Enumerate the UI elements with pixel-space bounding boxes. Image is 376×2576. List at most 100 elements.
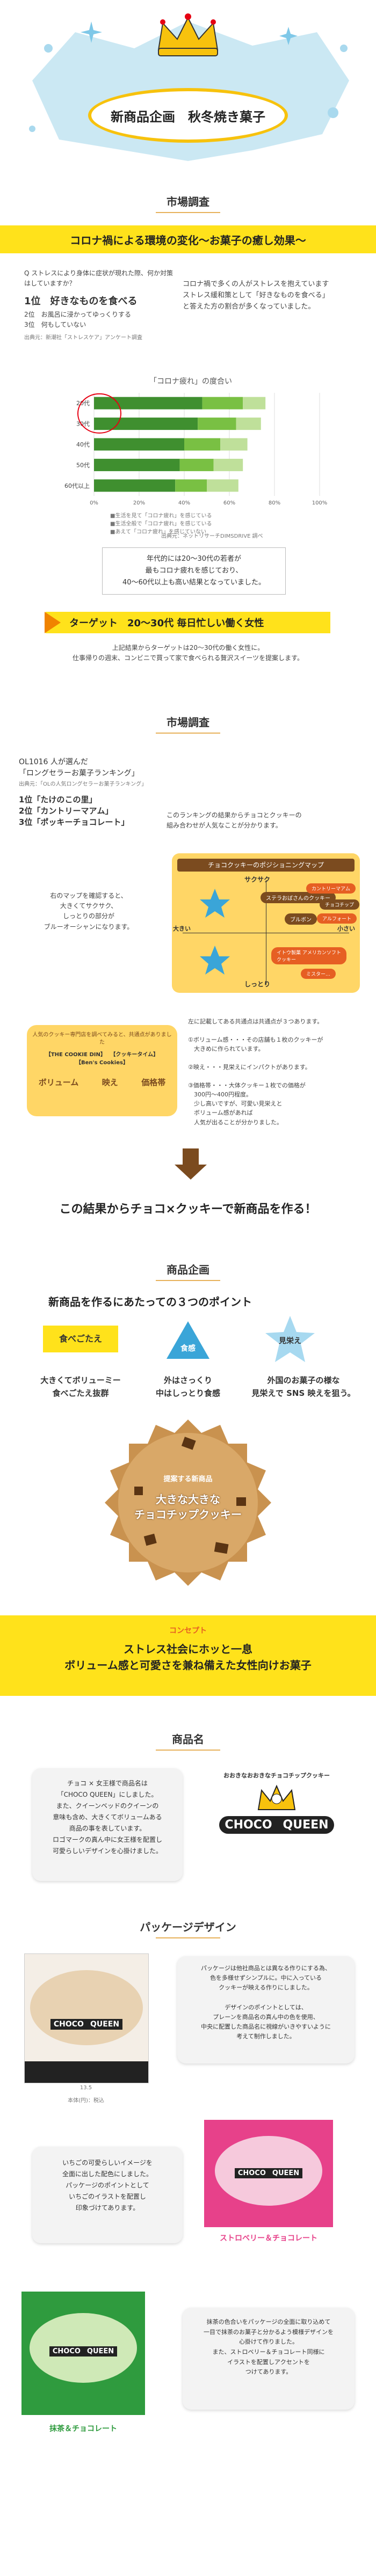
covid-banner: コロナ禍による環境の変化〜お菓子の癒し効果〜 xyxy=(0,225,376,253)
shop-keywords-description: 左に記載してある共通点は共通点が３つあります。 ①ボリューム感・・・その店舗も１… xyxy=(188,1018,323,1126)
stress-question: Q ストレスにより身体に症状が現れた際、何か対策はしていますか？ 1位 好きなも… xyxy=(24,268,175,342)
chart-bar xyxy=(94,418,198,430)
ol-rank-3: 3位「ポッキーチョコレート」 xyxy=(19,817,129,827)
section-title-text: 市場調査 xyxy=(167,716,209,729)
package-dimension: 13.5 xyxy=(79,2085,92,2091)
naming-bubble: チョコ × 女王様で商品名は 「CHOCO QUEEN」にしました。 また、クイ… xyxy=(32,1768,183,1881)
chart-bar xyxy=(184,438,221,451)
chart-bar xyxy=(198,418,236,430)
down-arrow-icon xyxy=(175,1148,207,1180)
shop-name-2: 【クッキータイム】 xyxy=(110,1052,159,1058)
map-chip: カントリーマアム xyxy=(306,883,356,894)
chart-highlight-circle xyxy=(77,393,121,434)
logo-word-right: QUEEN xyxy=(277,1816,334,1834)
package-text-3: 抹茶の色合いをパッケージの全面に取り込めて 一目で抹茶のお菓子と分かるよう模様デ… xyxy=(204,2318,334,2376)
section-title-text: パッケージデザイン xyxy=(140,1921,236,1934)
map-label-top: サクサク xyxy=(244,876,271,883)
target-text: ターゲット 20〜30代 毎日忙しい働く女性 xyxy=(69,618,264,629)
market2-section-title: 市場調査 xyxy=(0,714,376,734)
ol-rank-description: このランキングの結果からチョコとクッキーの 組み合わせが人気なことが分かります。 xyxy=(167,811,302,830)
chart-bar xyxy=(207,479,238,492)
map-label-right: 小さい xyxy=(337,925,355,932)
rank-3-text: 3位 何もしていない xyxy=(24,321,86,329)
chart-x-tick-label: 20% xyxy=(133,500,145,506)
shop-name-3: 【Ben's Cookies】 xyxy=(76,1060,128,1066)
package-bubble-1: パッケージは他社商品とは異なる作りにする為、 色を多様せずシンプルに。中に入って… xyxy=(177,1956,355,2063)
target-banner: ターゲット 20〜30代 毎日忙しい働く女性 xyxy=(45,612,330,633)
logo-word-left: CHOCO xyxy=(219,1816,278,1834)
point-volume-label: 食べごたえ xyxy=(59,1334,102,1344)
section-title-text: 市場調査 xyxy=(167,195,209,208)
package-caption-3: 抹茶＆チョコレート xyxy=(49,2425,117,2433)
map-label-bottom: しっとり xyxy=(244,980,271,988)
age-conclusion: 年代的には20〜30代の若者が 最もコロナ疲れを感じており、 40〜60代以上も… xyxy=(102,547,286,595)
chart-legend: ■生活を見て「コロナ疲れ」を感じている ■生活全般で「コロナ疲れ」を感じている … xyxy=(51,512,330,536)
map-chip: チョコチップ xyxy=(320,899,360,910)
ol-rank-1: 1位「たけのこの里」 xyxy=(19,795,97,804)
stress-description: コロナ禍で多くの人がストレスを抱えています ストレス緩和策として「好きなものを食… xyxy=(183,280,329,311)
point-texture-text: 外はさっくり 中はしっとり食感 xyxy=(155,1375,220,1398)
chart-bar xyxy=(202,397,243,409)
chart-bar xyxy=(94,438,184,451)
package-text-1: パッケージは他社商品とは異なる作りにする為、 色を多様せずシンプルに。中に入って… xyxy=(201,1965,331,2040)
chart-bar xyxy=(179,458,214,471)
naming-text: チョコ × 女王様で商品名は 「CHOCO QUEEN」にしました。 また、クイ… xyxy=(52,1780,162,1855)
logo-crown-icon xyxy=(257,1784,296,1810)
chart-x-tick-label: 80% xyxy=(269,500,280,506)
planning-section-title: 商品企画 xyxy=(0,1261,376,1281)
sparkle-icon xyxy=(279,27,298,45)
hero-title: 新商品企画 秋冬焼き菓子 xyxy=(111,109,265,125)
target-description: 上記結果からターゲットは20〜30代の働く女性に。 仕事帰りの週末、コンビニで買… xyxy=(73,644,303,662)
concept-text: ストレス社会にホッと一息 ボリューム感と可愛さを兼ね備えた女性向けお菓子 xyxy=(64,1643,312,1672)
package-text-2: いちごの可愛らしいイメージを 全面に出した配色にしました。 パッケージのポイント… xyxy=(62,2159,153,2212)
map-chip: イトウ製菓 アメリカンソフトクッキー xyxy=(271,947,346,964)
map-chip: ステラおばさんのクッキー xyxy=(261,892,336,903)
package-section-title: パッケージデザイン xyxy=(0,1919,376,1938)
rank-1-text: 1位 好きなものを食べる xyxy=(24,296,138,308)
map-chip: アルフォート xyxy=(317,913,357,924)
triangle-icon xyxy=(167,1321,209,1359)
crown-logo-icon xyxy=(157,13,219,56)
keyword-sns: 映え xyxy=(102,1078,118,1087)
package-logo-right: QUEEN xyxy=(269,2168,303,2178)
package-caption-2: ストロベリー＆チョコレート xyxy=(220,2234,317,2243)
chart-bar xyxy=(243,397,266,409)
chart-bar xyxy=(94,479,176,492)
map-title: チョコクッキーのポジショニングマップ xyxy=(177,859,355,872)
target-arrow-icon xyxy=(45,612,61,633)
keyword-price: 価格帯 xyxy=(141,1078,166,1087)
market-section-title: 市場調査 xyxy=(0,193,376,213)
planning-subtitle: 新商品を作るにあたっての３つのポイント xyxy=(48,1296,252,1308)
sparkle-icon xyxy=(81,21,102,43)
star-icon xyxy=(200,946,230,975)
point-looks-text: 外国のお菓子の様な 見栄えで SNS 映えを狙う。 xyxy=(251,1375,356,1398)
point-texture-badge: 食感 xyxy=(167,1319,209,1362)
rank-list: 1位 好きなものを食べる 2位 お風呂に浸かってゆっくりする 3位 何もしていな… xyxy=(24,294,175,330)
chart-bar xyxy=(94,458,180,471)
keyword-row: ボリューム 映え 価格帯 xyxy=(27,1077,177,1088)
rank-2-text: 2位 お風呂に浸かってゆっくりする xyxy=(24,311,132,319)
section-title-text: 商品名 xyxy=(172,1733,204,1746)
market-conclusion: この結果からチョコ×クッキーで新商品を作る！ xyxy=(59,1203,317,1216)
ol-ranking: OL1016 人が選んだ 「ロングセラーお菓子ランキング」 出典元：「OLの人気… xyxy=(19,757,169,828)
map-chip: ミスター… xyxy=(301,969,336,979)
chart-bar xyxy=(213,458,243,471)
chart-bar xyxy=(236,418,261,430)
chart-source: 出典元：ネットリサーチDIMSDRIVE 調べ xyxy=(161,533,263,539)
chart-x-tick-label: 60% xyxy=(223,500,235,506)
package-logo-left: CHOCO xyxy=(234,2168,269,2178)
shop-keywords-card: 人気のクッキー専門店を調べてみると、共通点がありました 【THE COOKIE … xyxy=(27,1025,177,1116)
map-note: 右のマップを確認すると、 大きくてサクサク、 しっとりの部分が ブルーオーシャン… xyxy=(44,892,134,931)
map-chip: ブルボン xyxy=(285,913,317,925)
legend-item-2: ■生活全般で「コロナ疲れ」を感じている xyxy=(110,521,212,527)
package-bubble-2: いちごの可愛らしいイメージを 全面に出した配色にしました。 パッケージのポイント… xyxy=(32,2147,183,2243)
cookie-small-label: 提案する新商品 xyxy=(163,1475,213,1483)
chart-x-tick-label: 40% xyxy=(178,500,190,506)
